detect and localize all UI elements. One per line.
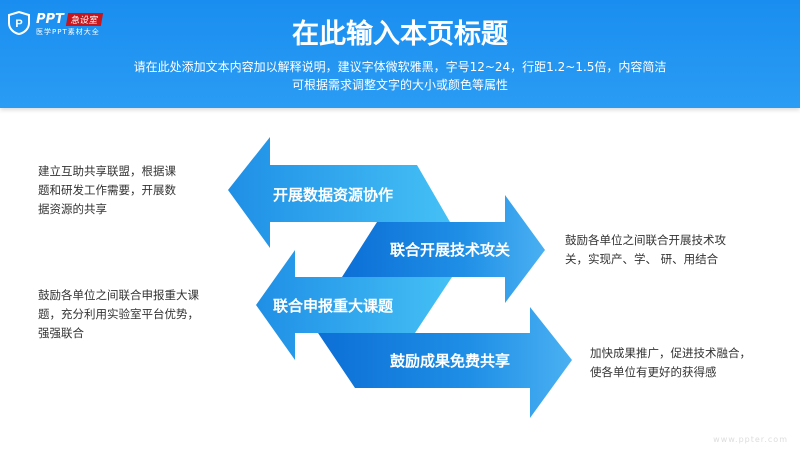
arrow-label-2: 联合开展技术攻关: [390, 241, 511, 259]
description-1: 建立互助共享联盟，根据课 题和研发工作需要，开展数 据资源的共享: [38, 162, 176, 219]
arrow-shape-4: [318, 307, 572, 418]
desc-line: 加快成果推广，促进技术融合，: [590, 346, 751, 360]
shield-logo-icon: P: [8, 10, 30, 35]
desc-line: 建立互助共享联盟，根据课: [38, 164, 176, 178]
subtitle-line: 请在此处添加文本内容加以解释说明，建议字体微软雅黑，字号12~24，行距1.2~…: [133, 60, 667, 74]
watermark: www.ppter.com: [713, 435, 788, 444]
desc-line: 题和研发工作需要，开展数: [38, 183, 176, 197]
subtitle-line: 可根据需求调整文字的大小或颜色等属性: [291, 78, 508, 92]
arrow-shape-2: [342, 195, 545, 303]
arrow-label-1: 开展数据资源协作: [273, 186, 394, 204]
desc-line: 题，充分利用实验室平台优势，: [38, 307, 199, 321]
arrow-label-3: 联合申报重大课题: [273, 297, 394, 315]
page-subtitle: 请在此处添加文本内容加以解释说明，建议字体微软雅黑，字号12~24，行距1.2~…: [0, 58, 800, 94]
page-title: 在此输入本页标题: [292, 19, 508, 50]
logo-brand: PPT: [36, 12, 64, 27]
arrow-shape-1: [228, 137, 450, 248]
desc-line: 强强联合: [38, 326, 84, 340]
desc-line: 据资源的共享: [38, 202, 107, 216]
desc-line: 关，实现产、学、 研、用结合: [565, 252, 719, 266]
description-4: 加快成果推广，促进技术融合， 使各单位有更好的获得感: [590, 344, 751, 382]
arrow-shape-3: [256, 250, 452, 360]
desc-line: 鼓励各单位之间联合申报重大课: [38, 288, 199, 302]
arrow-label-4: 鼓励成果免费共享: [390, 352, 511, 370]
desc-line: 使各单位有更好的获得感: [590, 365, 717, 379]
description-2: 鼓励各单位之间联合开展技术攻 关，实现产、学、 研、用结合: [565, 231, 726, 269]
description-3: 鼓励各单位之间联合申报重大课 题，充分利用实验室平台优势， 强强联合: [38, 286, 199, 343]
logo-tagline: 医学PPT素材大全: [36, 28, 100, 36]
svg-text:P: P: [15, 18, 22, 30]
desc-line: 鼓励各单位之间联合开展技术攻: [565, 233, 726, 247]
